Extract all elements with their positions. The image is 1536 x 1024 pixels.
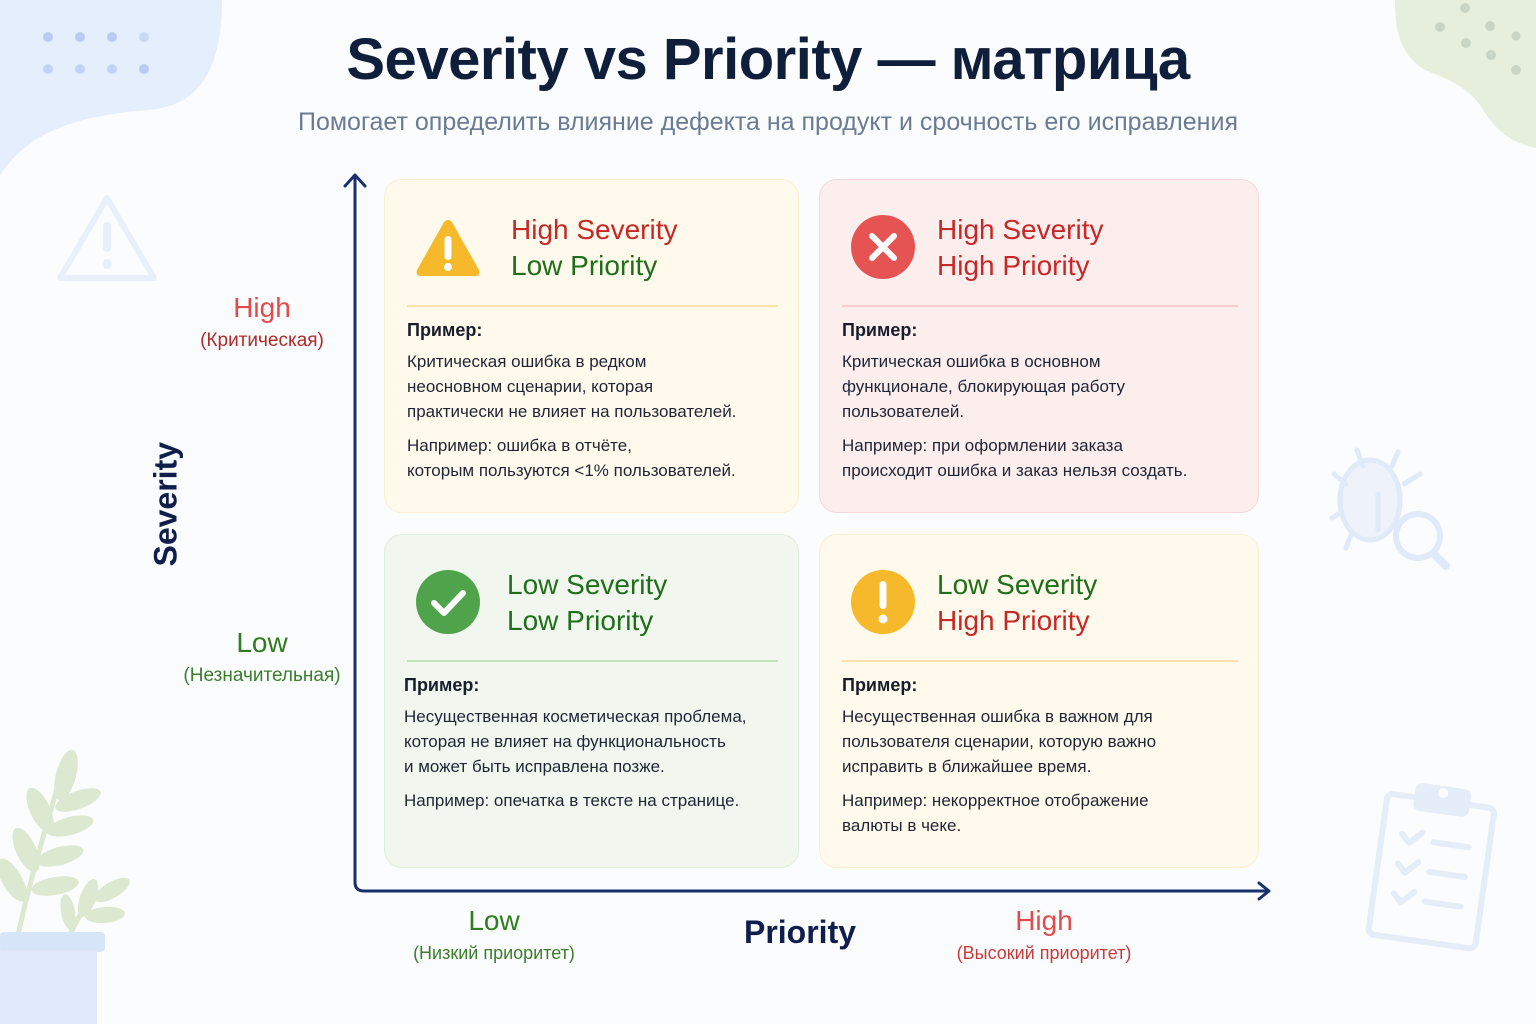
severity-label: Low Severity xyxy=(507,569,668,600)
description-line: Критическая ошибка в редком xyxy=(407,352,647,371)
quadrant-body: Пример: Несущественная косметическая про… xyxy=(404,675,784,813)
case-line: происходит ошибка и заказ нельзя создать… xyxy=(842,461,1188,480)
description-line: исправить в ближайшее время. xyxy=(842,757,1092,776)
example-description: Несущественная ошибка в важном для польз… xyxy=(842,704,1244,779)
description-line: Несущественная ошибка в важном для xyxy=(842,707,1153,726)
x-axis-high-label: High (Высокий приоритет) xyxy=(934,905,1154,964)
y-axis-low-label: Low (Незначительная) xyxy=(172,627,352,687)
x-low-sub: (Низкий приоритет) xyxy=(413,943,575,963)
example-case: Например: ошибка в отчёте, которым польз… xyxy=(407,433,784,483)
page-title: Severity vs Priority — матрица xyxy=(346,27,1190,92)
y-low-level: Low xyxy=(236,627,288,658)
example-description: Критическая ошибка в основном функционал… xyxy=(842,349,1244,424)
case-line: которым пользуются <1% пользователей. xyxy=(407,461,736,480)
error-x-circle-icon xyxy=(851,215,915,279)
y-axis-title: Severity xyxy=(147,441,184,567)
case-line: Например: при оформлении заказа xyxy=(842,436,1123,455)
quadrant-heading: High Severity Low Priority xyxy=(511,212,678,284)
divider xyxy=(407,660,778,662)
quadrant-heading: High Severity High Priority xyxy=(937,212,1104,284)
quadrant-body: Пример: Несущественная ошибка в важном д… xyxy=(842,675,1244,838)
example-case: Например: при оформлении заказа происход… xyxy=(842,433,1244,483)
example-label: Пример: xyxy=(842,320,918,340)
y-axis-arrowhead-icon xyxy=(343,173,367,188)
x-axis-arrowhead-icon xyxy=(1257,881,1271,901)
description-line: и может быть исправлена позже. xyxy=(404,757,665,776)
description-line: практически не влияет на пользователей. xyxy=(407,402,737,421)
example-description: Несущественная косметическая проблема, к… xyxy=(404,704,784,779)
description-line: пользователей. xyxy=(842,402,965,421)
description-line: Критическая ошибка в основном xyxy=(842,352,1101,371)
case-line: Например: ошибка в отчёте, xyxy=(407,436,632,455)
example-description: Критическая ошибка в редком неосновном с… xyxy=(407,349,784,424)
example-label: Пример: xyxy=(407,320,483,340)
description-line: неосновном сценарии, которая xyxy=(407,377,654,396)
y-high-level: High xyxy=(233,292,291,323)
case-line: валюты в чеке. xyxy=(842,816,962,835)
priority-label: Low Priority xyxy=(511,250,658,281)
y-axis-line xyxy=(353,174,1268,893)
y-high-sub: (Критическая) xyxy=(200,330,324,351)
x-high-sub: (Высокий приоритет) xyxy=(956,943,1132,963)
x-axis-low-label: Low (Низкий приоритет) xyxy=(384,905,604,964)
example-label: Пример: xyxy=(404,675,480,695)
quadrant-low-severity-high-priority: Low Severity High Priority Пример: Несущ… xyxy=(819,534,1259,868)
description-line: которая не влияет на функциональность xyxy=(404,732,726,751)
quadrant-heading: Low Severity Low Priority xyxy=(507,567,667,639)
severity-label: Low Severity xyxy=(937,569,1098,600)
priority-label: High Priority xyxy=(937,605,1090,636)
priority-label: Low Priority xyxy=(507,605,654,636)
description-line: пользователя сценарии, которую важно xyxy=(842,732,1157,751)
divider xyxy=(407,305,778,307)
warning-triangle-icon xyxy=(416,220,480,276)
divider xyxy=(842,305,1238,307)
example-label: Пример: xyxy=(842,675,918,695)
y-low-sub: (Незначительная) xyxy=(183,665,341,686)
example-case: Например: опечатка в тексте на странице. xyxy=(404,788,784,813)
case-line: Например: некорректное отображение xyxy=(842,791,1149,810)
quadrant-body: Пример: Критическая ошибка в редком неос… xyxy=(407,320,784,483)
x-low-level: Low xyxy=(468,905,520,936)
quadrant-low-severity-low-priority: Low Severity Low Priority Пример: Несуще… xyxy=(384,534,799,868)
x-high-level: High xyxy=(1015,905,1073,936)
y-axis-high-label: High (Критическая) xyxy=(172,292,352,352)
case-line: Например: опечатка в тексте на странице. xyxy=(404,791,740,810)
exclamation-circle-icon xyxy=(851,570,915,634)
quadrant-heading: Low Severity High Priority xyxy=(937,567,1097,639)
example-case: Например: некорректное отображение валют… xyxy=(842,788,1244,838)
quadrant-body: Пример: Критическая ошибка в основном фу… xyxy=(842,320,1244,483)
description-line: функционале, блокирующая работу xyxy=(842,377,1126,396)
severity-label: High Severity xyxy=(937,214,1104,245)
page-subtitle: Помогает определить влияние дефекта на п… xyxy=(298,108,1238,136)
divider xyxy=(842,660,1238,662)
check-circle-icon xyxy=(416,570,480,634)
severity-label: High Severity xyxy=(511,214,678,245)
quadrant-high-severity-high-priority: High Severity High Priority Пример: Крит… xyxy=(819,179,1259,513)
priority-label: High Priority xyxy=(937,250,1090,281)
quadrant-high-severity-low-priority: High Severity Low Priority Пример: Крити… xyxy=(384,179,799,513)
description-line: Несущественная косметическая проблема, xyxy=(404,707,747,726)
x-axis-title: Priority xyxy=(743,914,857,950)
